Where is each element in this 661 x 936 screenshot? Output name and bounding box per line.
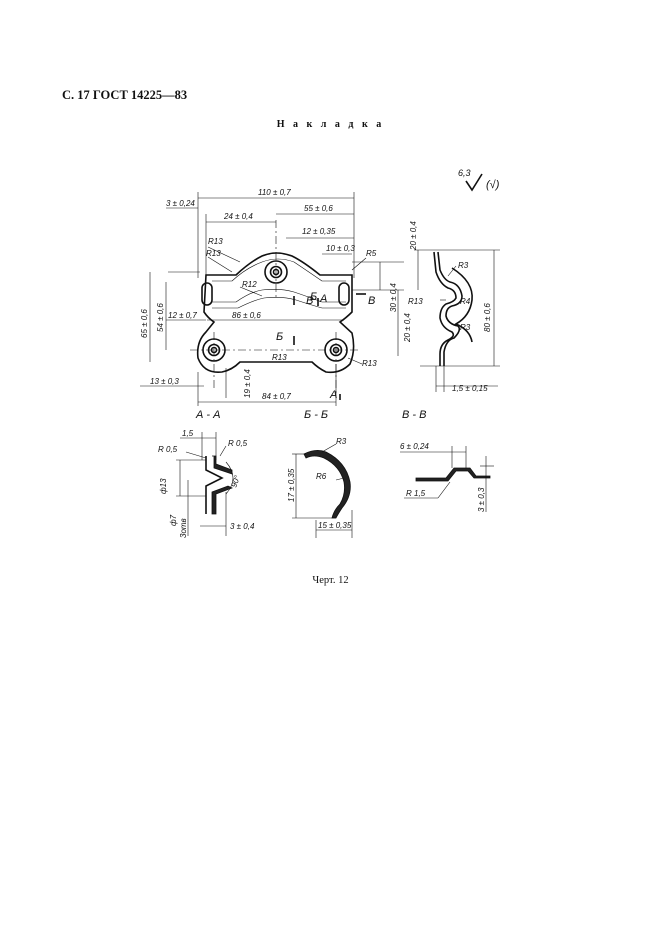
bb-dim-width: 15 ± 0,35 bbox=[318, 521, 352, 530]
vv-dim-height: 3 ± 0,3 bbox=[477, 487, 486, 512]
side-dim-thickness: 1,5 ± 0,15 bbox=[452, 384, 488, 393]
radius-r12: R12 bbox=[242, 280, 257, 289]
cut-label-v-left: В bbox=[306, 295, 313, 307]
dim-total-width: 110 ± 0,7 bbox=[258, 188, 291, 197]
section-b-b: R3 R6 17 ± 0,35 15 ± 0,35 bbox=[287, 437, 353, 538]
roughness-symbol: 6,3 (√) bbox=[458, 168, 500, 192]
section-label-b-b: Б - Б bbox=[304, 409, 328, 421]
cut-label-v-right: В bbox=[368, 295, 375, 307]
aa-radius-top-left: R 0,5 bbox=[158, 445, 178, 454]
roughness-bracket: (√) bbox=[486, 179, 500, 191]
dim-pitch-12: 12 ± 0,35 bbox=[302, 227, 336, 236]
cut-label-a-top: А bbox=[319, 293, 327, 305]
aa-dim-thickness: 1,5 bbox=[182, 429, 194, 438]
cut-label-b-bottom: Б bbox=[276, 331, 283, 343]
bb-dim-height: 17 ± 0,35 bbox=[287, 468, 296, 502]
dim-pitch-24: 24 ± 0,4 bbox=[223, 212, 253, 221]
main-view: 110 ± 0,7 3 ± 0,24 24 ± 0,4 55 ± 0,6 12 … bbox=[140, 188, 412, 406]
side-radius-r4: R4 bbox=[460, 297, 471, 306]
aa-dim-depth: 3 ± 0,4 bbox=[230, 522, 255, 531]
dim-slot-86: 86 ± 0,6 bbox=[232, 311, 261, 320]
dim-bottom-13: 13 ± 0,3 bbox=[150, 377, 179, 386]
aa-dim-d7: ф7 bbox=[169, 514, 178, 526]
radius-r13-d: R13 bbox=[362, 359, 377, 368]
dim-height-54: 54 ± 0,6 bbox=[156, 303, 165, 332]
figure-caption: Черт. 12 bbox=[312, 575, 349, 586]
dim-width-84: 84 ± 0,7 bbox=[262, 392, 291, 401]
section-a-a: 1,5 R 0,5 R 0,5 ф13 ф7 3отв 90° 3 ± 0,4 bbox=[158, 429, 255, 538]
side-radius-r13: R13 bbox=[408, 297, 423, 306]
cut-label-a-bottom: А bbox=[329, 389, 337, 401]
aa-radius-top-right: R 0,5 bbox=[228, 439, 248, 448]
cut-label-b-top: Б bbox=[310, 291, 317, 303]
dim-pitch-55: 55 ± 0,6 bbox=[304, 204, 333, 213]
part-outline bbox=[196, 252, 355, 374]
side-radius-r3-top: R3 bbox=[458, 261, 469, 270]
side-dim-top-20: 20 ± 0,4 bbox=[409, 221, 418, 251]
dim-offset-12: 12 ± 0,7 bbox=[168, 311, 197, 320]
page-header: С. 17 ГОСТ 14225—83 bbox=[62, 88, 188, 102]
dim-top-left-offset: 3 ± 0,24 bbox=[166, 199, 195, 208]
dim-right-20: 20 ± 0,4 bbox=[403, 313, 412, 343]
aa-dim-holes: 3отв bbox=[179, 518, 188, 538]
radius-r13-a: R13 bbox=[208, 237, 223, 246]
aa-dim-d13: ф13 bbox=[159, 478, 168, 494]
bb-radius-r6: R6 bbox=[316, 472, 327, 481]
side-dim-height-80: 80 ± 0,6 bbox=[483, 303, 492, 332]
radius-r13-b: R13 bbox=[206, 249, 221, 258]
side-radius-r3-bottom: R3 bbox=[460, 323, 471, 332]
vv-radius: R 1,5 bbox=[406, 489, 426, 498]
dim-bottom-19: 19 ± 0,4 bbox=[243, 369, 252, 398]
roughness-value: 6,3 bbox=[458, 168, 471, 178]
dim-pitch-10: 10 ± 0,3 bbox=[326, 244, 355, 253]
radius-r5: R5 bbox=[366, 249, 377, 258]
vv-dim-width: 6 ± 0,24 bbox=[400, 442, 429, 451]
bb-radius-r3: R3 bbox=[336, 437, 347, 446]
aa-dim-angle: 90° bbox=[229, 473, 242, 488]
radius-r13-c: R13 bbox=[272, 353, 287, 362]
dim-height-65: 65 ± 0,6 bbox=[140, 309, 149, 338]
section-label-v-v: В - В bbox=[402, 409, 426, 421]
dim-right-30: 30 ± 0,4 bbox=[389, 283, 398, 312]
page-title: Н а к л а д к а bbox=[276, 119, 385, 130]
section-v-v: 6 ± 0,24 R 1,5 3 ± 0,3 bbox=[400, 442, 494, 512]
section-label-a-a: А - А bbox=[195, 409, 220, 421]
side-view: 20 ± 0,4 80 ± 0,6 1,5 ± 0,15 R3 R4 R3 R1… bbox=[408, 221, 500, 393]
